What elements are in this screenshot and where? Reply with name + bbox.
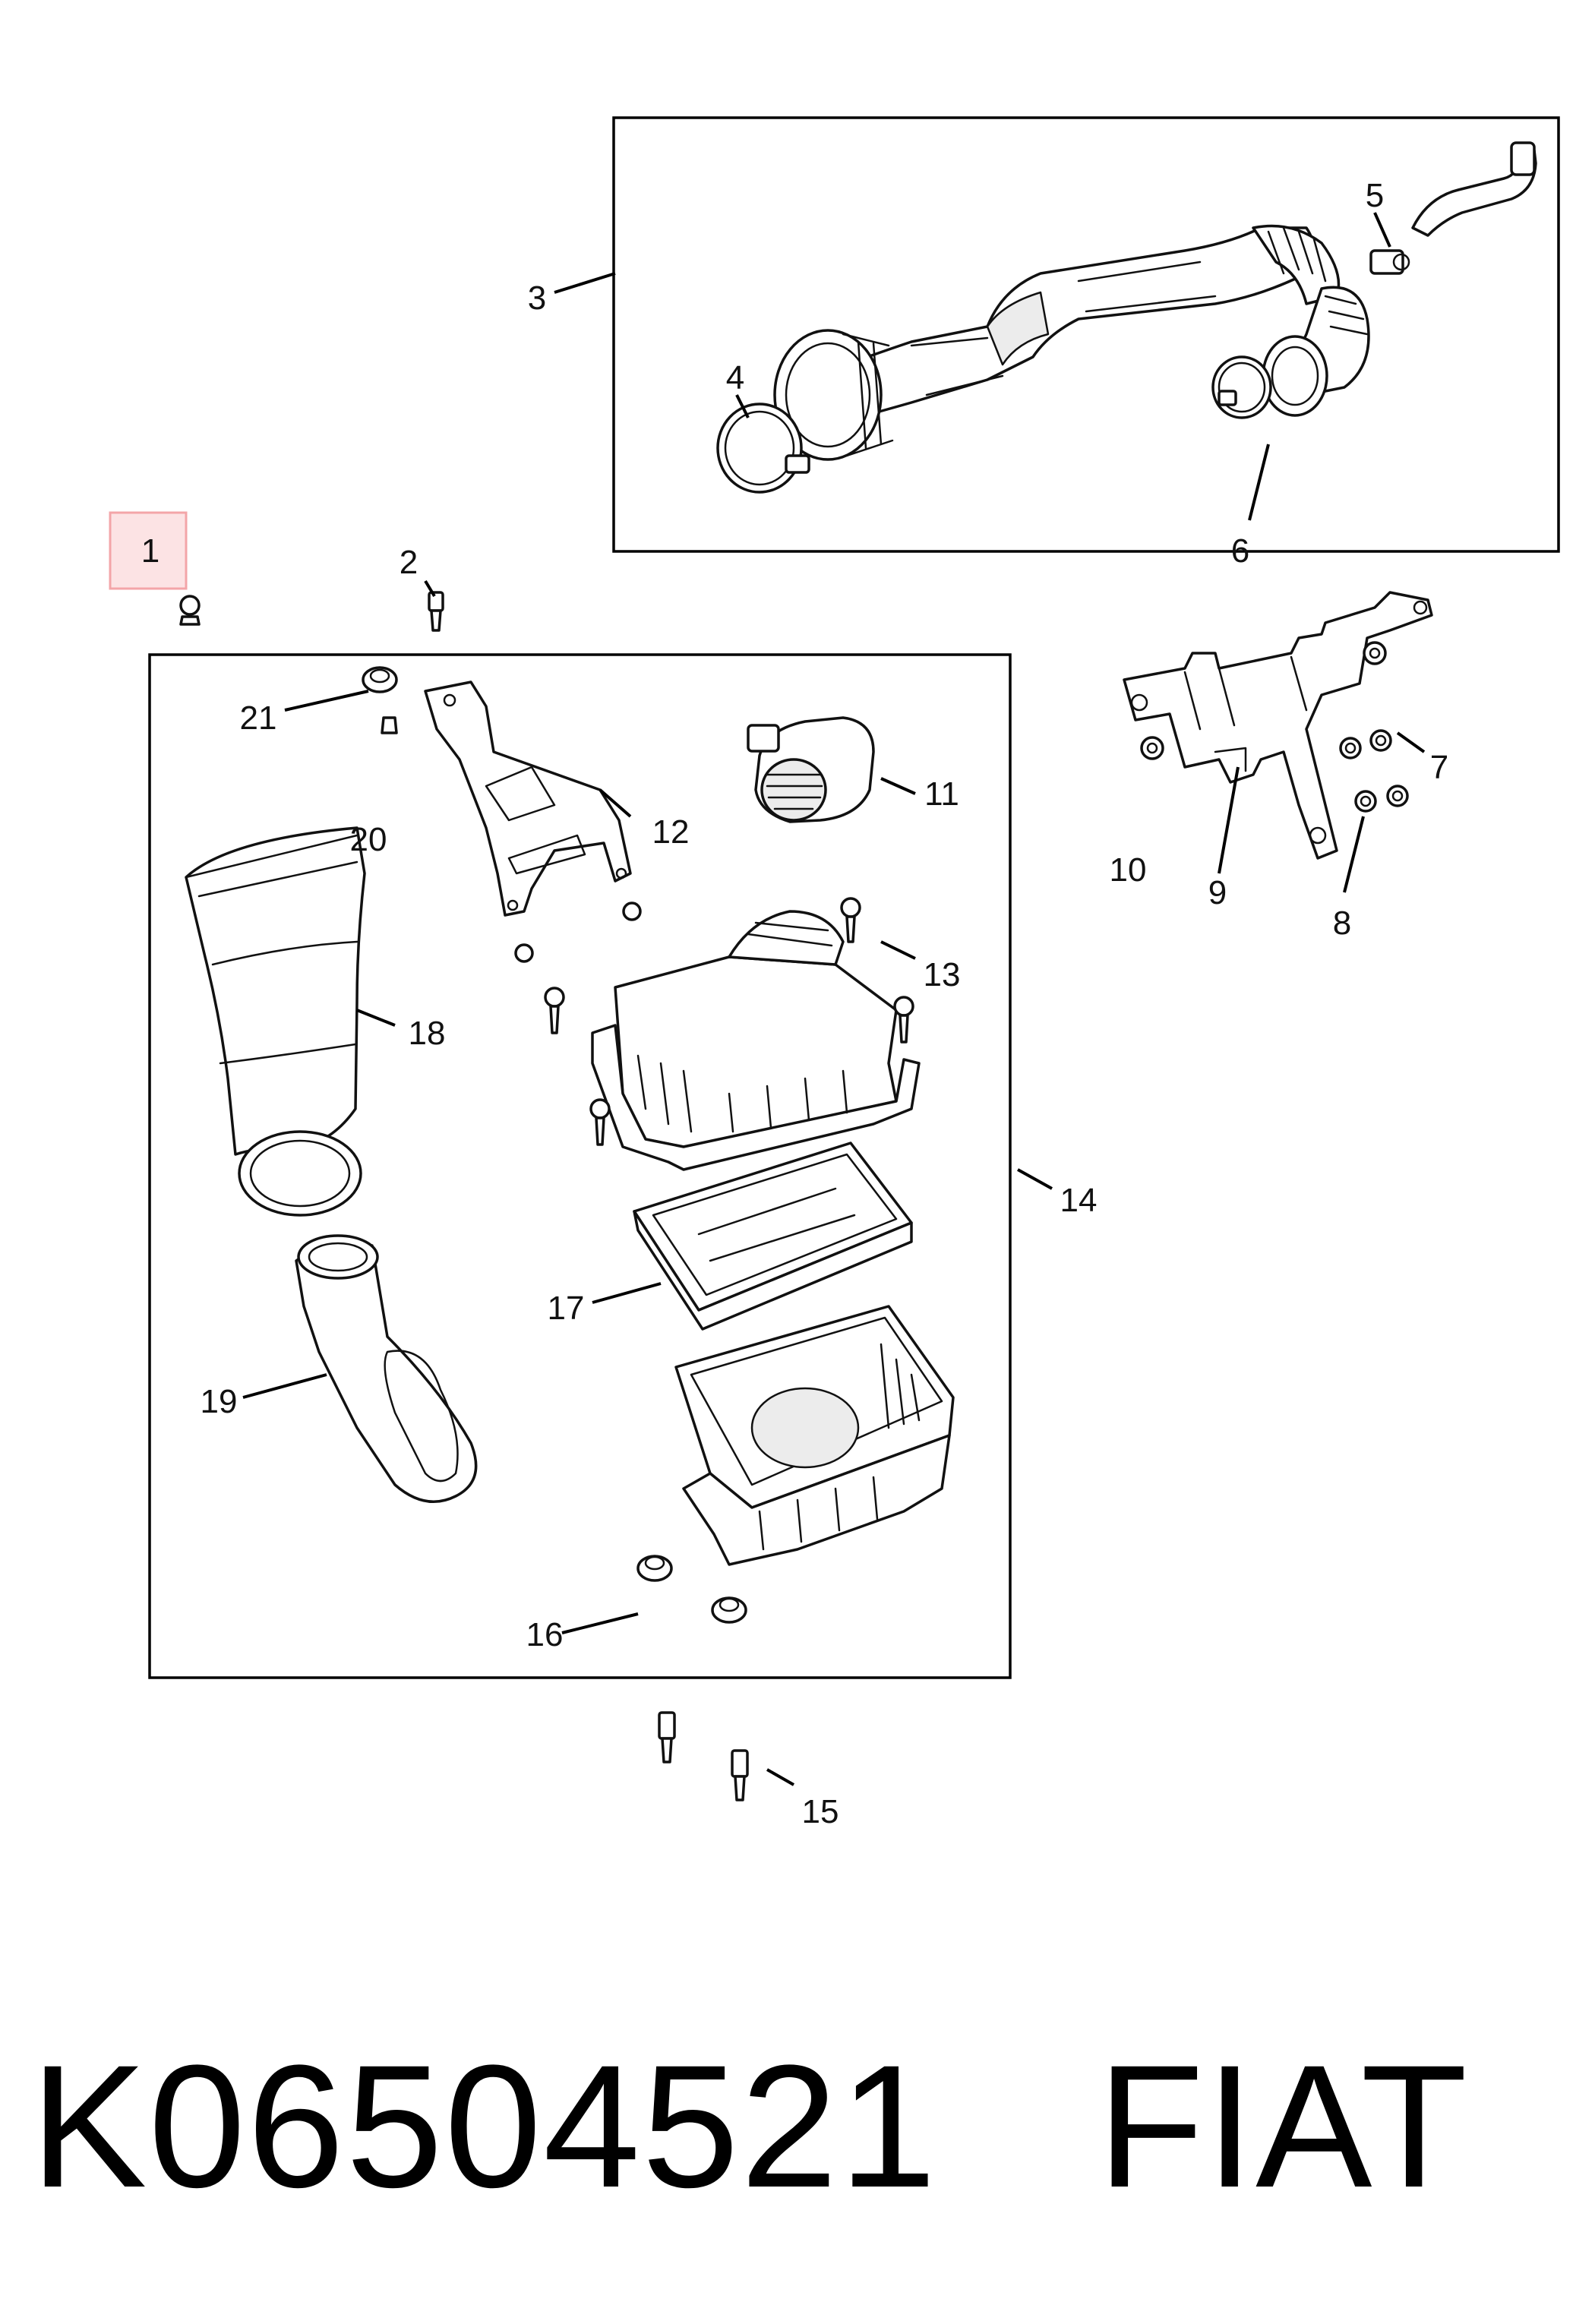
exploded-parts-diagram: 1 2 3 4 5 6 7 8 9 10 11 12 13 14 15 16 1… bbox=[109, 116, 1560, 1830]
bracket-bolt-left[interactable] bbox=[1140, 736, 1164, 760]
callout-5[interactable]: 5 bbox=[1366, 177, 1384, 214]
callout-19[interactable]: 19 bbox=[201, 1383, 238, 1420]
hose-clamp-6[interactable] bbox=[1211, 355, 1272, 419]
intake-duct[interactable] bbox=[773, 224, 1370, 461]
bolt-2[interactable] bbox=[428, 591, 444, 632]
callout-20[interactable]: 20 bbox=[350, 821, 387, 858]
intake-duct-bellows-left bbox=[773, 329, 894, 461]
grommet-21[interactable] bbox=[362, 666, 398, 734]
bracket-nut-right[interactable] bbox=[622, 901, 642, 921]
intake-duct-group-frame bbox=[612, 116, 1560, 553]
push-pin-1[interactable] bbox=[179, 595, 201, 626]
grommet-16-second[interactable] bbox=[711, 1596, 747, 1624]
hose-clamp-4[interactable] bbox=[716, 403, 810, 494]
air-intake-duct[interactable] bbox=[185, 826, 366, 1217]
callout-2[interactable]: 2 bbox=[400, 544, 418, 581]
cover-screw-left[interactable] bbox=[544, 987, 565, 1034]
callout-1[interactable]: 1 bbox=[141, 532, 160, 570]
callout-13[interactable]: 13 bbox=[924, 956, 961, 993]
intake-duct-bellows-right bbox=[1252, 224, 1370, 417]
grommet-16[interactable] bbox=[636, 1555, 673, 1582]
cover-screw-bottom[interactable] bbox=[589, 1098, 611, 1146]
callout-9[interactable]: 9 bbox=[1208, 874, 1227, 911]
air-cleaner-housing[interactable] bbox=[674, 1305, 955, 1566]
part-number: K06504521 bbox=[30, 2029, 938, 2224]
resonator-duct[interactable] bbox=[295, 1234, 478, 1503]
callout-7[interactable]: 7 bbox=[1430, 749, 1448, 786]
callout-14[interactable]: 14 bbox=[1060, 1182, 1098, 1219]
bracket-bolt-top[interactable] bbox=[1363, 641, 1387, 665]
air-filter-element[interactable] bbox=[633, 1141, 913, 1331]
air-cleaner-bracket[interactable] bbox=[1123, 591, 1433, 860]
callout-10[interactable]: 10 bbox=[1110, 851, 1147, 889]
callout-4[interactable]: 4 bbox=[726, 359, 744, 396]
cover-screw-right[interactable] bbox=[893, 996, 914, 1044]
callout-11[interactable]: 11 bbox=[924, 775, 959, 813]
leader-lines bbox=[242, 212, 1426, 1786]
highlighted-callout-box bbox=[109, 511, 188, 590]
cover-screw-13[interactable] bbox=[840, 897, 861, 943]
breather-hose[interactable] bbox=[1369, 141, 1537, 275]
bracket-nut-left[interactable] bbox=[514, 943, 534, 963]
brand-name: FIAT bbox=[1097, 2029, 1469, 2224]
callout-21[interactable]: 21 bbox=[240, 699, 277, 737]
nut-group-7[interactable] bbox=[1339, 729, 1392, 759]
stud-15-left[interactable] bbox=[658, 1711, 676, 1764]
callout-8[interactable]: 8 bbox=[1333, 905, 1351, 942]
footer-caption: K06504521 FIAT bbox=[30, 2013, 1565, 2240]
stud-15-right[interactable] bbox=[731, 1749, 749, 1801]
nut-group-8[interactable] bbox=[1354, 785, 1409, 813]
air-cleaner-cover[interactable] bbox=[591, 910, 921, 1171]
callout-6[interactable]: 6 bbox=[1231, 532, 1249, 570]
callout-18[interactable]: 18 bbox=[409, 1015, 446, 1052]
callout-12[interactable]: 12 bbox=[652, 813, 690, 851]
mass-air-flow-sensor[interactable] bbox=[747, 716, 875, 823]
air-cleaner-support-bracket[interactable] bbox=[424, 680, 632, 917]
air-cleaner-group-frame bbox=[148, 653, 1012, 1679]
callout-17[interactable]: 17 bbox=[548, 1290, 585, 1327]
callout-3[interactable]: 3 bbox=[528, 279, 546, 317]
callout-15[interactable]: 15 bbox=[802, 1793, 839, 1830]
callout-16[interactable]: 16 bbox=[526, 1616, 564, 1653]
